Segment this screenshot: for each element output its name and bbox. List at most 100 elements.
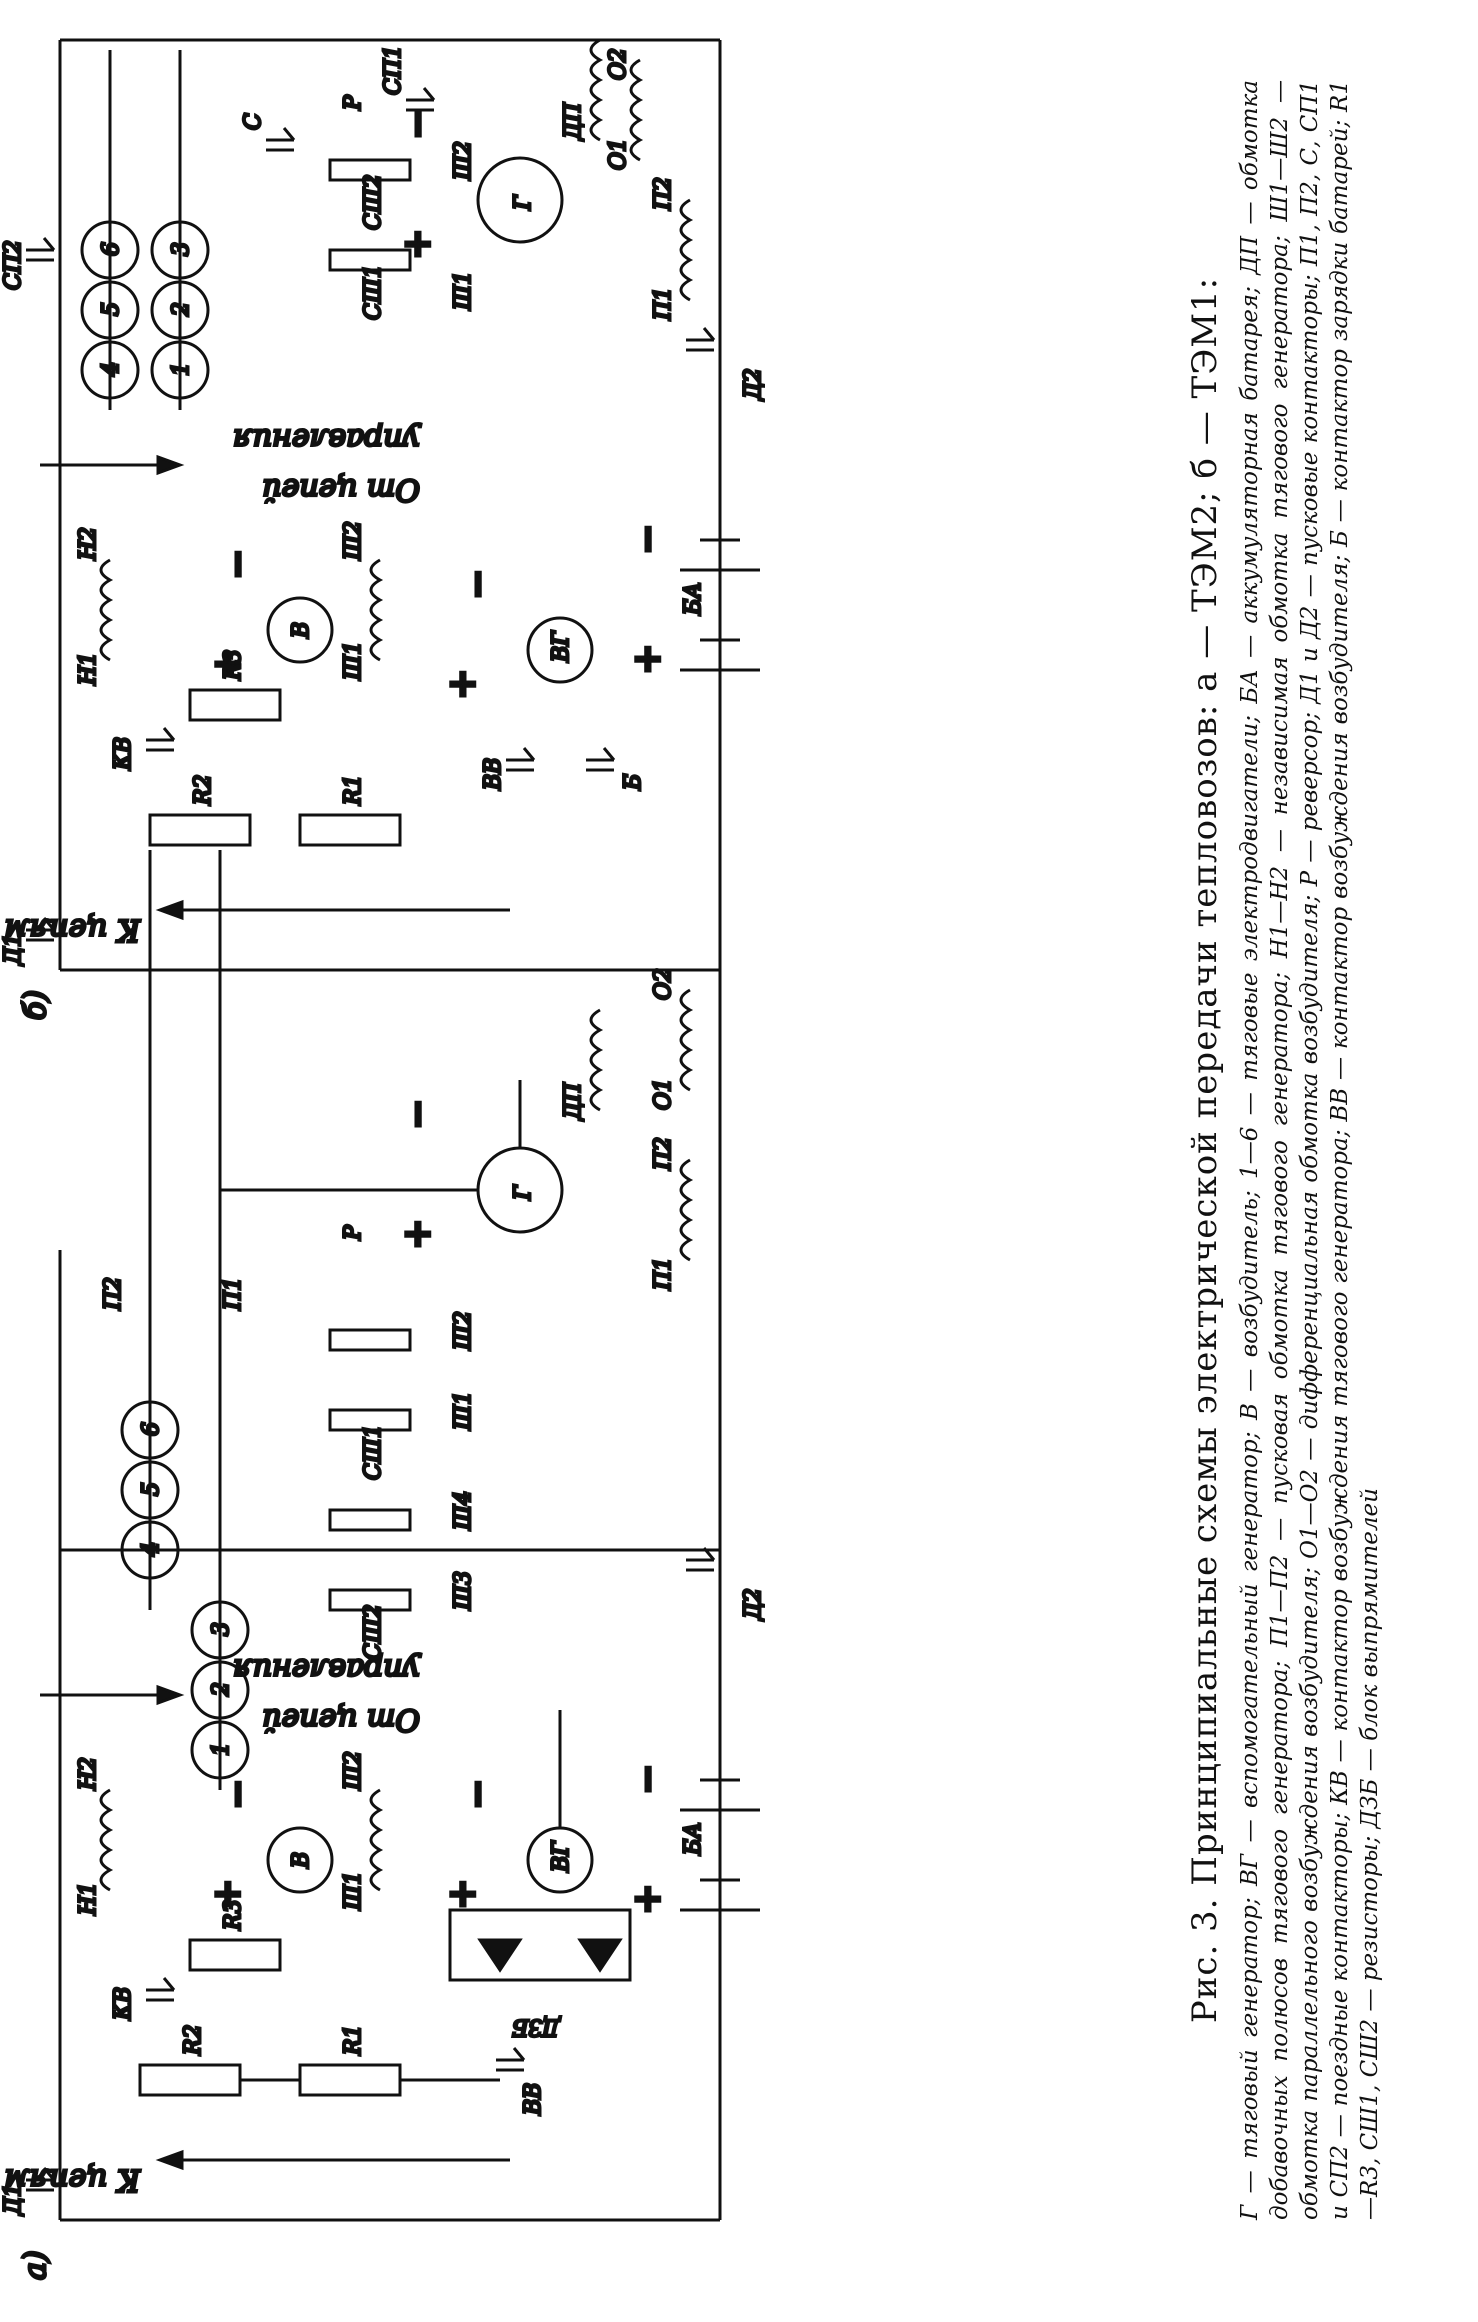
svg-text:Д1: Д1 <box>1 2183 26 2216</box>
panel-b-label: б) <box>18 990 53 1020</box>
svg-text:R3: R3 <box>221 1899 246 1931</box>
svg-text:5: 5 <box>139 1482 164 1496</box>
svg-text:П1: П1 <box>651 287 676 321</box>
svg-text:КВ: КВ <box>111 1987 136 2021</box>
resistor-r1-a: R1 <box>298 2023 402 2097</box>
motors-b-group1: 4 5 6 <box>80 50 140 410</box>
svg-text:ДП: ДП <box>561 102 586 141</box>
battery-label-b: БА <box>681 582 706 616</box>
svg-text:R1: R1 <box>341 774 366 806</box>
svg-text:+: + <box>394 1218 439 1250</box>
exciter-a: В + − Ш1 Ш2 <box>203 1749 382 1913</box>
svg-text:ВВ: ВВ <box>481 758 506 791</box>
svg-text:КВ: КВ <box>111 737 136 771</box>
svg-text:+: + <box>624 643 669 675</box>
rotated-figure: а) К цепям управления БА + − ДЗБ ВГ + − <box>0 10 1460 2310</box>
panel-b: б) К цепям управления БА + − Б ВВ ВГ + −… <box>0 38 768 1022</box>
svg-text:6: 6 <box>99 242 124 256</box>
svg-text:Ш1: Ш1 <box>341 1871 366 1911</box>
schematic-drawing: а) К цепям управления БА + − ДЗБ ВГ + − <box>0 38 768 2282</box>
svg-text:1: 1 <box>209 1742 234 1756</box>
panel-b-from-control-1: От цепей <box>262 472 420 507</box>
svg-text:О1: О1 <box>651 1078 676 1110</box>
panel-a-label: а) <box>18 2250 53 2280</box>
svg-text:−: − <box>394 1098 439 1130</box>
svg-text:R2: R2 <box>191 774 216 806</box>
svg-text:СШ2: СШ2 <box>361 174 386 230</box>
svg-text:Ш3: Ш3 <box>451 1571 476 1611</box>
svg-text:3: 3 <box>209 1622 234 1636</box>
svg-text:С: С <box>241 113 266 130</box>
svg-text:П2: П2 <box>651 1137 676 1171</box>
svg-text:Ш2: Ш2 <box>341 521 366 561</box>
aux-generator-b: ВГ + − <box>438 567 594 702</box>
exciter-label-b: В <box>289 622 314 639</box>
svg-text:+: + <box>204 1878 249 1910</box>
svg-text:R1: R1 <box>341 2024 366 2056</box>
svg-text:−: − <box>454 568 499 600</box>
svg-text:+: + <box>204 648 249 680</box>
svg-text:−: − <box>454 1778 499 1810</box>
svg-text:5: 5 <box>99 302 124 316</box>
svg-text:Ш1: Ш1 <box>451 1391 476 1431</box>
resistor-r2-a: R2 <box>138 2023 242 2097</box>
panel-b-from-control-2: управления <box>233 422 422 457</box>
svg-text:СШ1: СШ1 <box>361 264 386 320</box>
svg-text:R3: R3 <box>221 649 246 681</box>
svg-text:+: + <box>394 228 439 260</box>
generator-label-b: Г <box>511 194 536 211</box>
svg-text:О1: О1 <box>606 138 631 170</box>
resistor-r2-b: R2 <box>148 773 252 847</box>
svg-text:4: 4 <box>99 362 124 377</box>
svg-text:Ш2: Ш2 <box>451 141 476 181</box>
svg-text:О2: О2 <box>651 968 676 1000</box>
svg-text:6: 6 <box>139 1422 164 1436</box>
battery-ba-a: БА + − <box>623 1762 760 1917</box>
svg-text:3: 3 <box>169 242 194 256</box>
svg-text:Д2: Д2 <box>741 1588 766 1621</box>
svg-text:СП1: СП1 <box>381 45 406 95</box>
figure-title: Рис. 3. Принципиальные схемы электрическ… <box>1185 276 1225 2024</box>
aux-generator-a: ВГ + − <box>438 1710 594 1912</box>
svg-text:СП2: СП2 <box>1 240 26 290</box>
svg-text:Р: Р <box>341 1224 366 1241</box>
svg-text:П2: П2 <box>651 177 676 211</box>
svg-text:−: − <box>624 523 669 555</box>
panel-a: а) К цепям управления БА + − ДЗБ ВГ + − <box>0 850 768 2282</box>
rectifier-dzb-a: ДЗБ <box>448 1908 632 2041</box>
svg-text:Ш4: Ш4 <box>451 1491 476 1531</box>
motors-b-group2: 1 2 3 <box>150 50 210 410</box>
main-generator-b: Г + − ДП <box>393 38 602 262</box>
svg-text:Н2: Н2 <box>76 527 101 561</box>
exciter-label-a: В <box>289 1852 314 1869</box>
svg-text:П1: П1 <box>221 1277 246 1311</box>
figure-legend: Г — тяговый генератор; ВГ — вспомогатель… <box>1237 80 1383 2220</box>
field-shunts-b: СШ1 СШ2 Ш1 Ш2 Р <box>328 93 478 322</box>
svg-text:−: − <box>394 108 439 140</box>
svg-text:СШ2: СШ2 <box>361 1604 386 1660</box>
exciter-b: В + − Ш1 Ш2 <box>203 519 382 683</box>
aux-gen-label-b: ВГ <box>549 630 574 663</box>
svg-text:R2: R2 <box>181 2024 206 2056</box>
svg-text:Н1: Н1 <box>76 1882 101 1916</box>
resistor-r1-b: R1 <box>298 773 402 847</box>
aux-gen-label-a: ВГ <box>549 1840 574 1873</box>
svg-text:Б: Б <box>621 774 646 791</box>
main-generator-a: Г + − ДП <box>220 1008 602 1252</box>
svg-text:ДП: ДП <box>561 1082 586 1121</box>
figure-caption: Рис. 3. Принципиальные схемы электрическ… <box>1185 80 1385 2220</box>
svg-text:Д1: Д1 <box>1 933 26 966</box>
battery-label-a: БА <box>681 1822 706 1856</box>
svg-text:+: + <box>439 668 484 700</box>
panel-a-from-control-2: управления <box>233 1652 422 1687</box>
svg-text:Ш1: Ш1 <box>451 271 476 311</box>
svg-text:Р: Р <box>341 94 366 111</box>
svg-text:Ш1: Ш1 <box>341 641 366 681</box>
svg-text:4: 4 <box>139 1542 164 1557</box>
svg-text:+: + <box>439 1878 484 1910</box>
field-shunts-a: СШ1 СШ2 Ш1 Ш2 Ш3 Ш4 Р <box>328 1223 478 1662</box>
motors-a-group2: 4 5 6 <box>120 850 180 1610</box>
svg-text:Н1: Н1 <box>76 652 101 686</box>
panel-a-from-control-1: От цепей <box>262 1702 420 1737</box>
